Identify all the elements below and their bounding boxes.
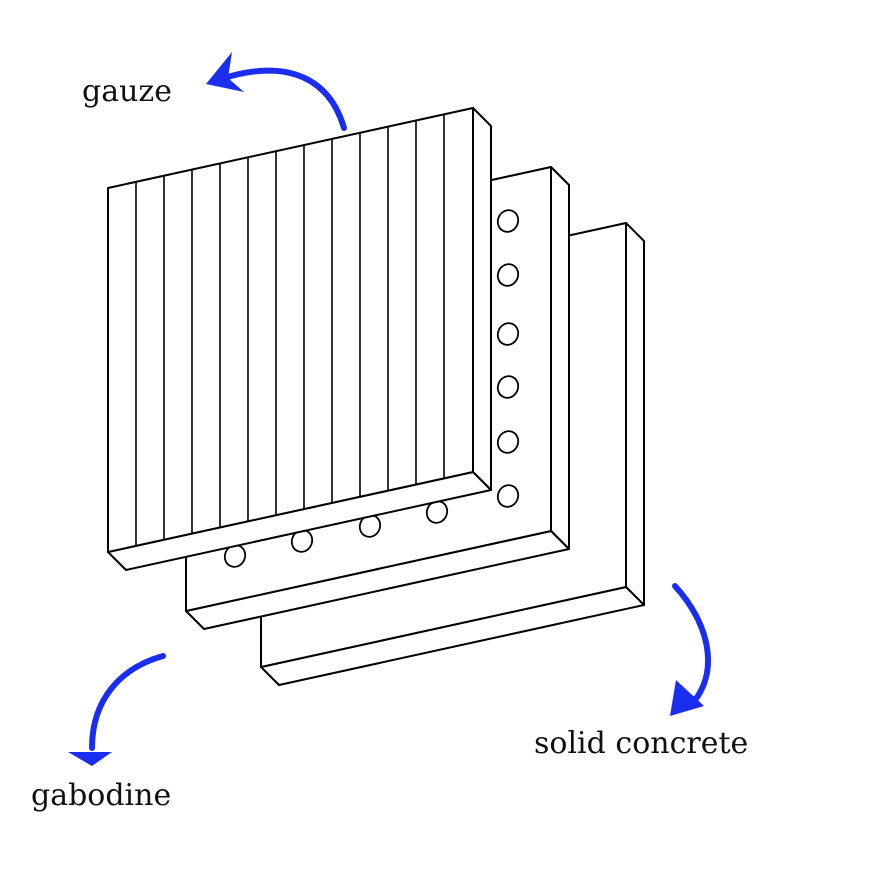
hole	[496, 209, 520, 233]
curved-arrow-icon	[68, 653, 166, 766]
solid-concrete-arrow-path	[672, 583, 712, 709]
hole	[496, 322, 520, 346]
gauze-arrow-path	[221, 67, 347, 131]
solid-concrete-arrow-head	[670, 680, 704, 716]
gauze-panel	[107, 107, 492, 571]
hole	[496, 375, 520, 399]
hole	[496, 484, 520, 508]
solid-concrete-label: solid concrete	[534, 726, 748, 761]
gauze-label: gauze	[82, 74, 172, 109]
gabodine-label: gabodine	[31, 778, 171, 813]
gauze-arrow-head	[206, 52, 244, 92]
curved-arrow-icon	[206, 52, 347, 131]
hole	[425, 500, 449, 524]
curved-arrow-icon	[670, 583, 712, 716]
gabodine-holes	[223, 209, 520, 568]
hole	[496, 263, 520, 287]
gauze-lines	[135, 114, 445, 546]
hole	[496, 430, 520, 454]
gabodine-arrow-head	[68, 752, 112, 766]
gabodine-arrow-path	[89, 653, 166, 751]
